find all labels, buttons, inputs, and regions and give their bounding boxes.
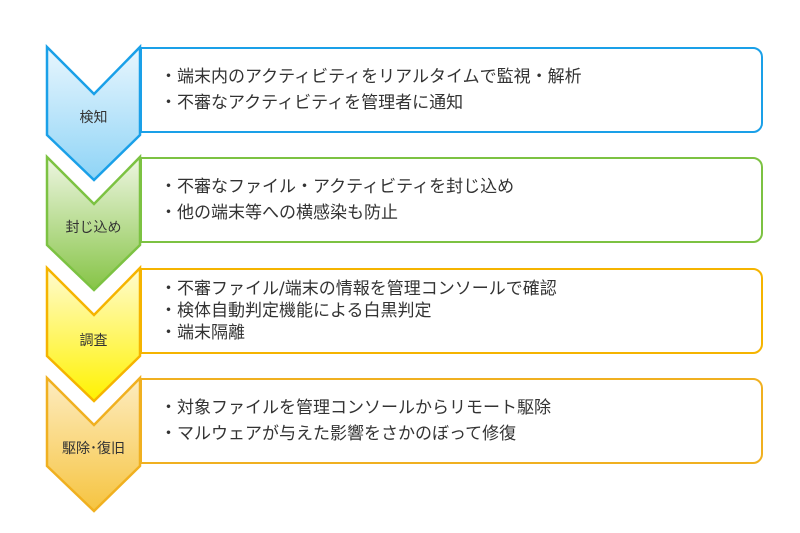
stage-detail-box: ・不審なファイル・アクティビティを封じ込め・他の端末等への横感染も防止 [140,157,763,243]
stage-detection: ・端末内のアクティビティをリアルタイムで監視・解析・不審なアクティビティを管理者… [0,43,800,187]
stage-remediation: ・対象ファイルを管理コンソールからリモート駆除・マルウェアが与えた影響をさかのぼ… [0,374,800,518]
chevron-arrow-icon [45,264,142,403]
chevron-arrow-icon [45,153,142,292]
stage-investigation: ・不審ファイル/端末の情報を管理コンソールで確認・検体自動判定機能による白黒判定… [0,264,800,408]
stage-label: 封じ込め [65,220,122,236]
stage-item: ・不審なファイル・アクティビティを封じ込め [160,176,515,197]
stage-item: ・マルウェアが与えた影響をさかのぼって修復 [160,424,517,444]
stage-containment: ・不審なファイル・アクティビティを封じ込め・他の端末等への横感染も防止 封じ込め [0,153,800,297]
stage-item: ・他の端末等への横感染も防止 [160,203,398,223]
stage-label: 検知 [79,110,108,126]
stage-label: 駆除･復旧 [62,441,125,457]
stage-item: ・端末隔離 [160,323,245,344]
stage-item: ・不審ファイル/端末の情報を管理コンソールで確認 [160,278,557,299]
stage-label: 調査 [79,333,108,349]
stage-detail-box: ・端末内のアクティビティをリアルタイムで監視・解析・不審なアクティビティを管理者… [140,47,763,133]
stage-item: ・検体自動判定機能による白黒判定 [160,300,432,321]
stage-item: ・対象ファイルを管理コンソールからリモート駆除 [160,397,551,418]
stage-item: ・端末内のアクティビティをリアルタイムで監視・解析 [160,66,582,87]
stage-item: ・不審なアクティビティを管理者に通知 [160,93,464,113]
chevron-arrow-icon [45,374,142,513]
stage-detail-box: ・対象ファイルを管理コンソールからリモート駆除・マルウェアが与えた影響をさかのぼ… [140,378,763,464]
stage-detail-box: ・不審ファイル/端末の情報を管理コンソールで確認・検体自動判定機能による白黒判定… [140,268,763,354]
chevron-arrow-icon [45,43,142,182]
